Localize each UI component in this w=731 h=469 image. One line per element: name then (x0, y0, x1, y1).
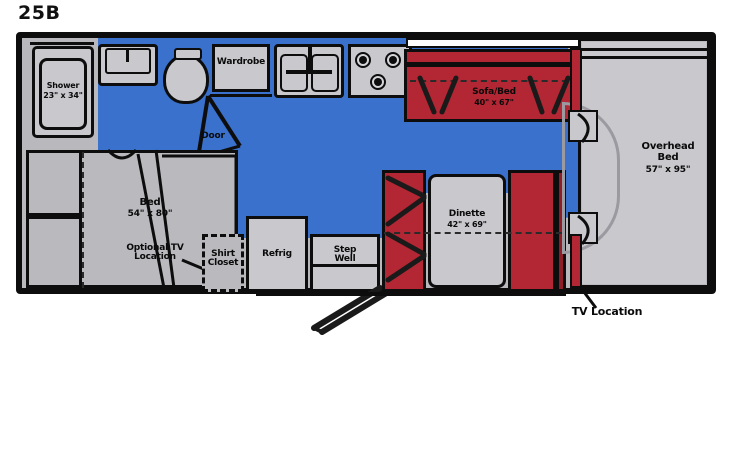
bed-pillow-left-upper (26, 150, 82, 216)
sofa-bed-extension-dashed-line (410, 80, 578, 82)
cab-divider-upper-red (570, 48, 582, 112)
dinette-seatbelt-group (385, 175, 427, 283)
wardrobe-base-line (210, 94, 272, 97)
dinette-seat-right (508, 170, 556, 292)
passenger-seat-back (577, 214, 590, 245)
driver-seat-back (577, 112, 590, 143)
range-burner-rear-left-center (359, 56, 367, 64)
galley-sink-faucet-stem (308, 46, 312, 72)
range-burner-front-center (374, 78, 382, 86)
bed-center-dashed-line (82, 152, 84, 288)
coach-bottom-rail (256, 292, 566, 296)
dinette-bed-conversion-dashed-line (384, 232, 562, 234)
toilet-bowl (163, 54, 209, 104)
windshield-line-outer (580, 48, 708, 51)
shirt-closet-cabinet (202, 234, 244, 292)
bed-wall-lines (106, 148, 238, 289)
dinette-table (428, 174, 506, 288)
wardrobe-cabinet (212, 44, 270, 92)
refrigerator-cabinet (246, 216, 308, 292)
cab-divider-lower-red (570, 234, 582, 288)
rear-wall-line (30, 42, 94, 45)
bed-pillow-left-lower (26, 216, 82, 288)
lavatory-faucet (126, 48, 129, 62)
page-title: 25B (18, 2, 61, 24)
shower-pan (39, 58, 87, 130)
galley-sink-faucet-bar (286, 70, 332, 74)
step-well-area (310, 234, 380, 292)
step-well-tread-line (310, 264, 380, 267)
sofa-bed-seatbelt-group (417, 75, 571, 115)
range-burner-rear-right-center (389, 56, 397, 64)
driver-seat (568, 110, 598, 142)
passenger-seat (568, 212, 598, 244)
windshield-line-inner (580, 56, 708, 59)
toilet-tank (174, 48, 202, 60)
